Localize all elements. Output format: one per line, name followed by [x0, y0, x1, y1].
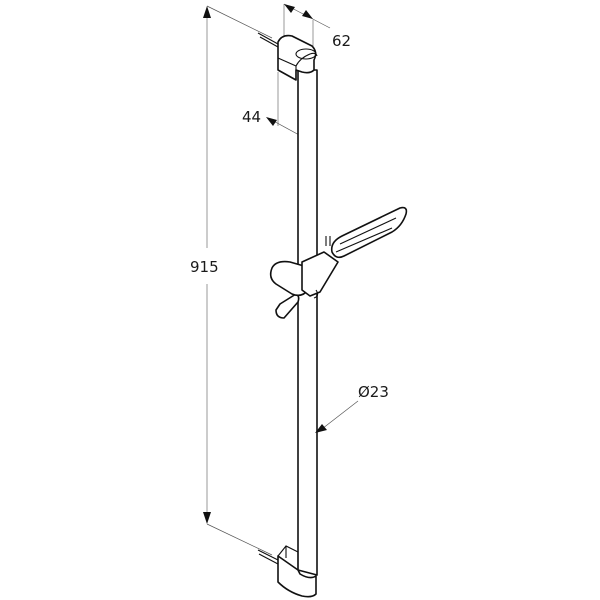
diameter-dimension: Ø23: [315, 383, 389, 433]
top-wall-bracket: [277, 34, 318, 81]
slide-rail: [297, 69, 318, 576]
height-label: 915: [190, 258, 219, 276]
depth-dimension: 62: [283, 3, 351, 50]
wall-screw-top: [257, 32, 279, 48]
wall-screw-bottom: [257, 549, 279, 565]
bottom-wall-bracket: [277, 545, 317, 598]
depth-label: 62: [332, 32, 351, 50]
wall-offset-label: 44: [242, 108, 261, 126]
diameter-label: Ø23: [358, 383, 389, 401]
hand-shower: [330, 206, 408, 259]
sliding-holder: [269, 236, 339, 319]
height-dimension: 915: [190, 5, 273, 556]
